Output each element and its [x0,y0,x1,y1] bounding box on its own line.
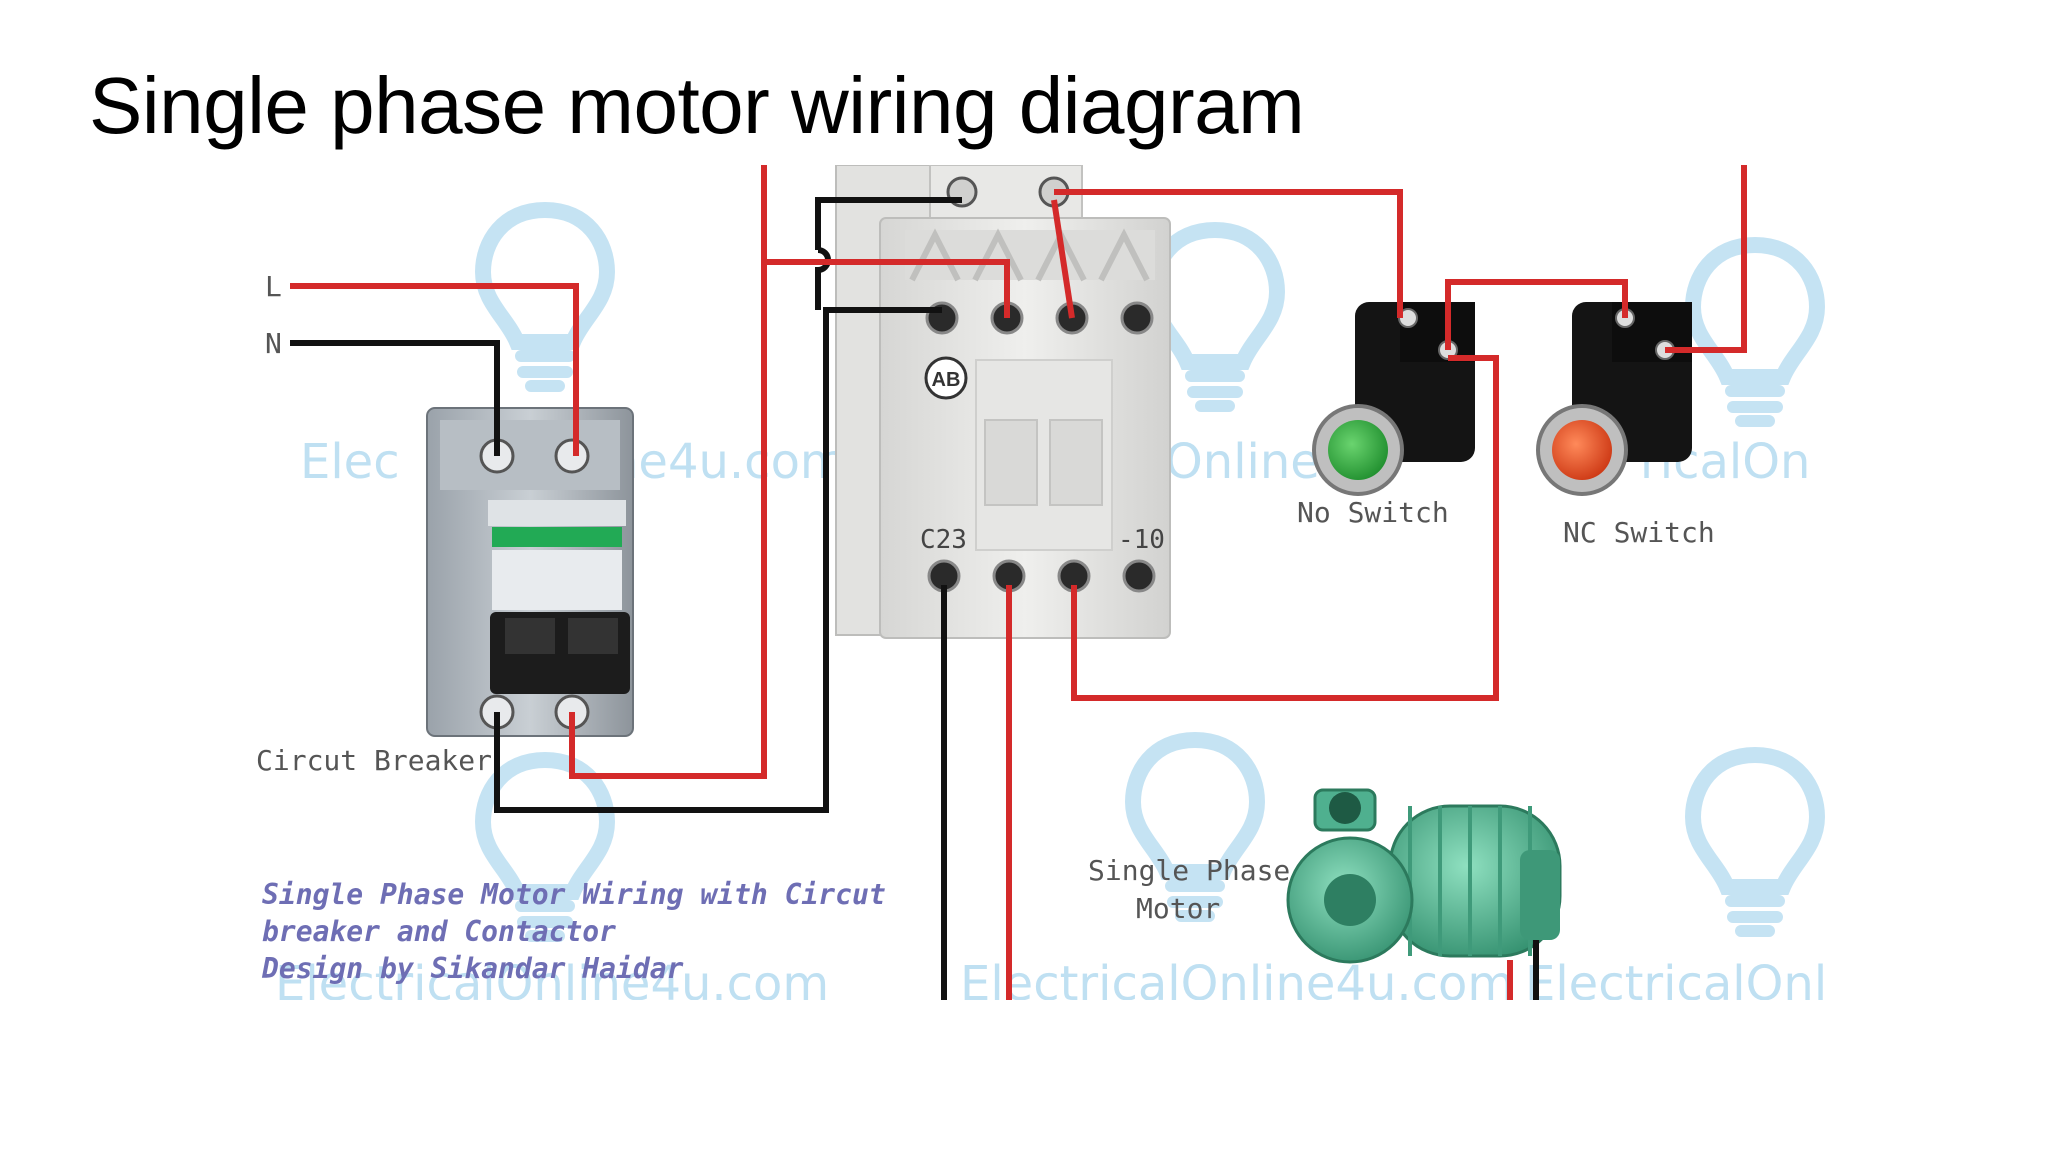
watermark-text: Elec [300,434,400,490]
caption-line-1: Single Phase Motor Wiring with Circut [262,878,886,911]
watermark-text: ne4u.com [608,434,847,490]
label-line: L [265,270,282,303]
label-circuit-breaker: Circut Breaker [256,744,492,777]
watermark-text: ElectricalOnl [1525,956,1827,1012]
watermark-text: Online [1165,434,1320,490]
slide-title: Single phase motor wiring diagram [89,61,1305,150]
label-motor-line1: Single Phase [1088,854,1290,887]
contactor-icon: AB C23 -10 [835,165,1171,639]
wire-coil-short [1051,199,1075,319]
contactor-label-left: C23 [920,525,967,555]
wire-neutral [290,340,500,456]
wire-line [290,283,579,456]
push-button-red-icon [1536,302,1692,496]
wire-no-to-nc [1445,279,1628,350]
wire-nc-supply [1665,165,1747,353]
wire-line-out [569,259,1010,779]
caption-line-2: breaker and Contactor [262,915,616,948]
contactor-label-right: -10 [1118,525,1165,555]
label-nc-switch: NC Switch [1563,516,1715,549]
watermark-text: ElectricalOnline4u.com [275,956,829,1012]
wire-coil-to-no [1054,189,1403,318]
wire-holding [1071,355,1499,701]
circuit-breaker-icon [426,407,634,737]
caption-line-3: Design by Sikandar Haidar [261,952,684,985]
watermark-text: ElectricalOnline4u.com [960,956,1514,1012]
brand-logo: AB [932,369,961,391]
label-neutral: N [265,327,282,360]
pump-motor-icon [1286,788,1562,964]
label-no-switch: No Switch [1297,496,1449,529]
wire-neutral-return [494,307,942,813]
label-motor-line2: Motor [1136,892,1220,925]
wire-control-black [815,197,962,250]
